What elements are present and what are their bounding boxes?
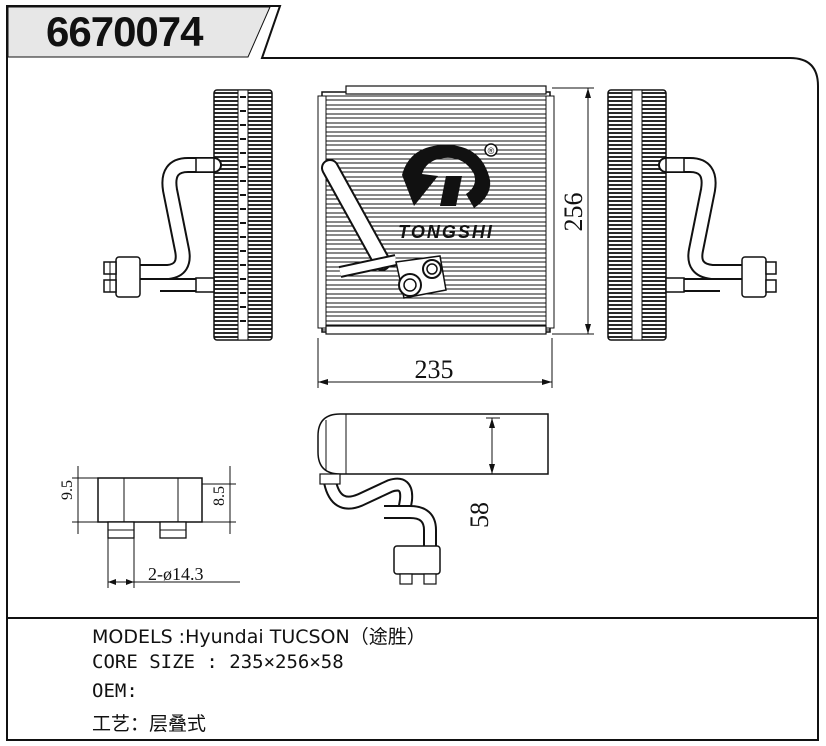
width-label: 235 xyxy=(415,355,454,384)
port-diameter-label: 2-ø14.3 xyxy=(148,564,204,584)
height-label: 256 xyxy=(559,193,588,232)
spec-core-size: CORE SIZE : 235×256×58 xyxy=(92,651,344,673)
spec-oem: OEM: xyxy=(92,680,138,702)
part-number: 6670074 xyxy=(46,8,204,55)
width-dimension: 235 xyxy=(317,338,553,388)
brand-logo xyxy=(402,143,498,208)
depth-dimension: 58 xyxy=(465,417,500,528)
bottom-view xyxy=(317,413,549,585)
brand-name: TONGSHI xyxy=(398,222,494,242)
height-dimension: 256 xyxy=(552,87,594,335)
spec-process: 工艺：层叠式 xyxy=(92,713,207,735)
front-view: ® TONGSHI xyxy=(317,85,555,335)
title-band xyxy=(7,6,271,58)
frame-border xyxy=(6,5,819,741)
flange-detail: 9.5 8.5 2-ø14.3 xyxy=(59,466,240,588)
flange-left-label: 9.5 xyxy=(59,480,76,500)
left-side-view xyxy=(103,89,273,341)
depth-label: 58 xyxy=(465,502,494,528)
flange-right-label: 8.5 xyxy=(211,486,228,506)
spec-models: MODELS :Hyundai TUCSON（途胜） xyxy=(92,626,426,648)
registered-mark: ® xyxy=(488,146,495,156)
right-side-view xyxy=(607,89,777,341)
